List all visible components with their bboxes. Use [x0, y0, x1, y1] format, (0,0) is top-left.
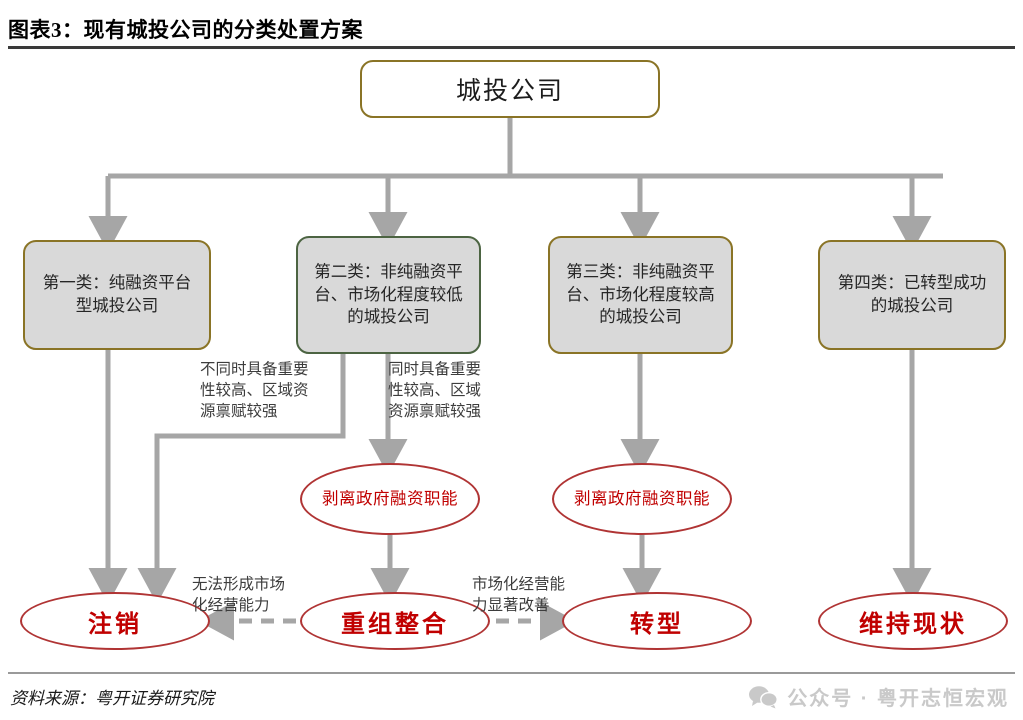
page-title: 图表3：现有城投公司的分类处置方案 [8, 18, 363, 42]
footer-divider [8, 672, 1015, 674]
node-outcome-restructure-label: 重组整合 [341, 610, 449, 638]
node-outcome-transform[interactable]: 转型 [562, 592, 752, 650]
node-category-4[interactable]: 第四类：已转型成功的城投公司 [818, 240, 1006, 350]
node-category-3[interactable]: 第三类：非纯融资平台、市场化程度较高的城投公司 [548, 236, 733, 354]
node-outcome-restructure[interactable]: 重组整合 [300, 592, 490, 650]
node-category-1[interactable]: 第一类：纯融资平台型城投公司 [23, 240, 211, 350]
node-category-1-label: 第一类：纯融资平台型城投公司 [42, 274, 192, 315]
edge-label-cannot-form-market-ability: 无法形成市场 化经营能力 [192, 576, 286, 614]
node-outcome-status-quo-label: 维持现状 [859, 610, 967, 638]
node-outcome-cancel-label: 注销 [88, 610, 142, 638]
node-strip-financing-function-3[interactable]: 剥离政府融资职能 [552, 463, 732, 535]
node-strip-financing-function-2[interactable]: 剥离政府融资职能 [300, 463, 480, 535]
node-strip-financing-function-3-label: 剥离政府融资职能 [574, 489, 710, 508]
node-root-label: 城投公司 [455, 77, 564, 105]
edge-label-both-conditions: 同时具备重要 性较高、区域 资源禀赋较强 [388, 361, 482, 420]
watermark: 公众号 · 粤开志恒宏观 [748, 682, 1009, 711]
node-strip-financing-function-2-label: 剥离政府融资职能 [322, 489, 458, 508]
node-root[interactable]: 城投公司 [360, 60, 660, 118]
edge-label-market-ability-improved: 市场化经营能 力显著改善 [472, 576, 566, 614]
node-category-2[interactable]: 第二类：非纯融资平台、市场化程度较低的城投公司 [296, 236, 481, 354]
edge-label-not-both-conditions: 不同时具备重要 性较高、区域资 源禀赋较强 [200, 361, 309, 420]
node-category-2-label: 第二类：非纯融资平台、市场化程度较低的城投公司 [314, 262, 463, 327]
source-note: 资料来源：粤开证券研究院 [10, 689, 214, 708]
watermark-label: 公众号 · 粤开志恒宏观 [787, 688, 1009, 710]
node-outcome-transform-label: 转型 [630, 610, 684, 638]
title-divider [8, 46, 1015, 49]
node-outcome-cancel[interactable]: 注销 [20, 592, 210, 650]
wechat-icon [749, 685, 779, 708]
node-outcome-status-quo[interactable]: 维持现状 [818, 592, 1008, 650]
node-category-4-label: 第四类：已转型成功的城投公司 [837, 274, 987, 315]
node-category-3-label: 第三类：非纯融资平台、市场化程度较高的城投公司 [566, 262, 715, 327]
